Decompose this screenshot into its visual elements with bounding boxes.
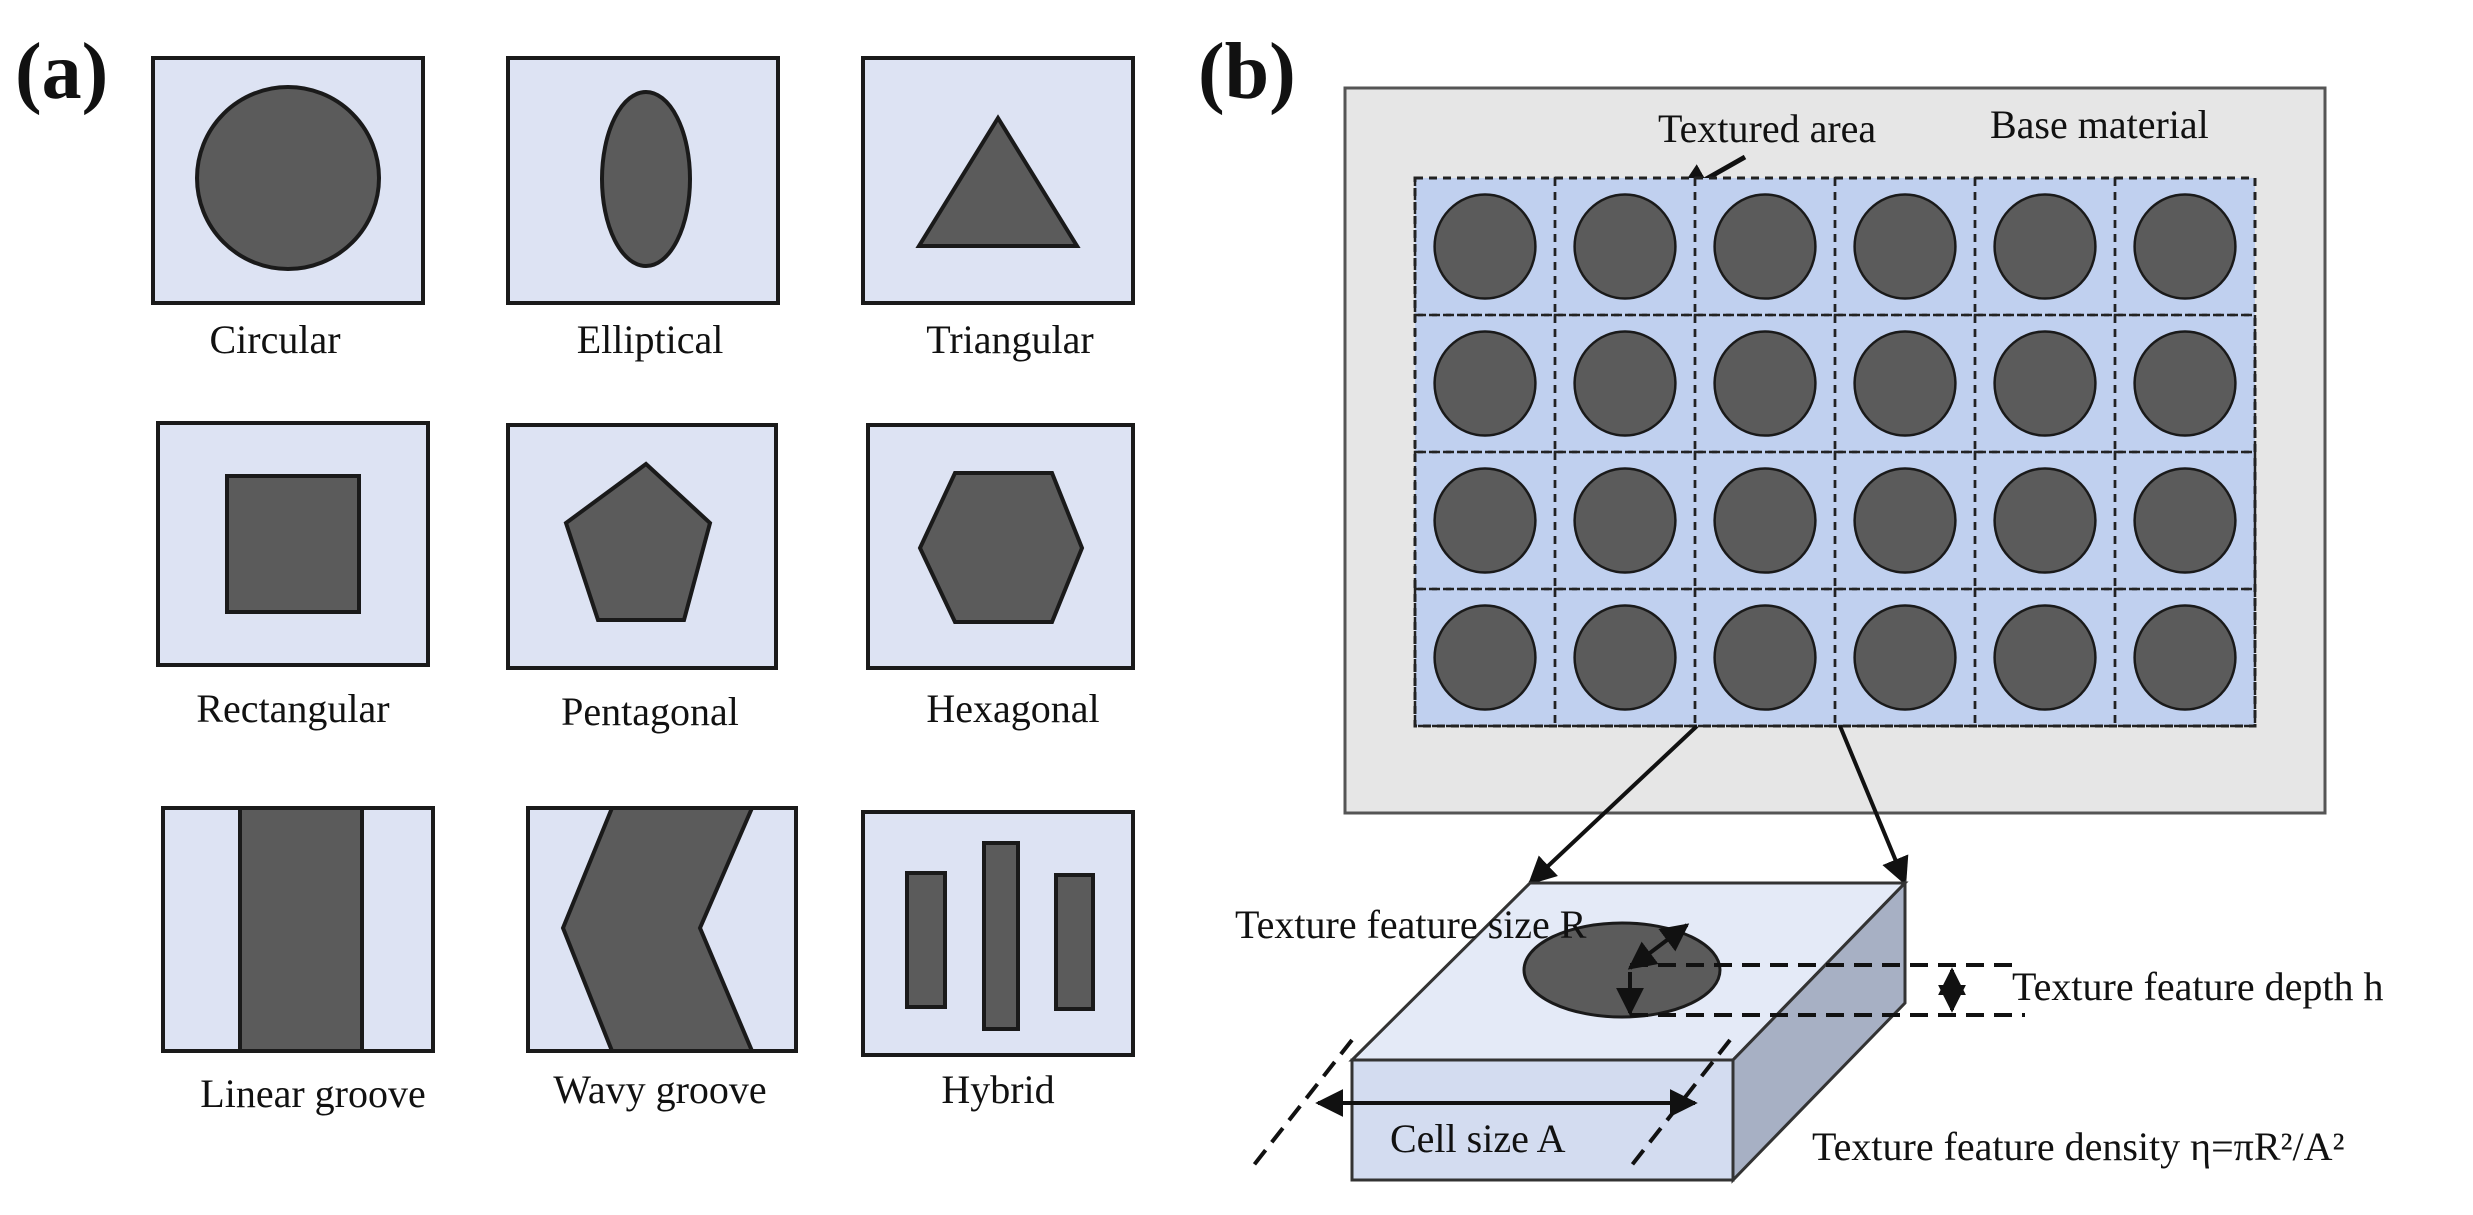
texture-cell [1973,313,2117,454]
texture-dimple-dot [1713,330,1817,437]
square-shape [225,474,361,614]
texture-cell [1693,587,1837,728]
texture-dimple-dot [1993,604,2097,711]
texture-cell [1693,313,1837,454]
texture-cell [1973,176,2117,317]
textured-area-label: Textured area [1658,106,1876,151]
shape-label-circular: Circular [209,317,340,362]
texture-dimple-dot [1993,330,2097,437]
texture-cell [1413,313,1557,454]
texture-cell [2113,313,2257,454]
shape-label-linear-groove: Linear groove [200,1071,425,1116]
shape-tile-pentagonal: Pentagonal [506,423,778,734]
hexagon-shape [917,471,1085,624]
texture-dimple-dot [2133,467,2237,574]
texture-cell [1413,587,1557,728]
texture-cell [1413,176,1557,317]
texture-cell [1973,450,2117,591]
panel-a: (a) Circular Elliptical Triangular Recta… [15,28,1135,1116]
shape-tile-linear-groove: Linear groove [161,806,435,1116]
texture-dimple-dot [1853,330,1957,437]
triangle-shape [915,114,1081,248]
shape-tile-circular: Circular [151,56,425,362]
shape-tile-hybrid: Hybrid [861,810,1135,1112]
panel-b: (b) Base material Textured area Texture … [1198,28,2383,1184]
texture-cell [1553,587,1697,728]
shape-label-elliptical: Elliptical [577,317,724,362]
texture-dimple-dot [1993,467,2097,574]
texture-cell [1693,176,1837,317]
feature-size-label: Texture feature size R [1235,902,1587,947]
texture-dimple-dot [1713,467,1817,574]
density-label: Texture feature density η=πR²/A² [1812,1124,2344,1169]
panel-a-letter: (a) [15,28,108,116]
shape-label-hexagonal: Hexagonal [926,686,1099,731]
linear-groove-shape [238,806,364,1053]
shape-label-triangular: Triangular [926,317,1093,362]
base-material-label: Base material [1990,102,2209,147]
shape-label-wavy-groove: Wavy groove [553,1067,766,1112]
zoom-line-right [1838,725,1909,886]
texture-grid [1413,176,2257,728]
shape-label-hybrid: Hybrid [941,1067,1054,1112]
hybrid-bar-middle [982,841,1020,1031]
shape-tile-rectangular: Rectangular [156,421,430,731]
texture-cell [1553,450,1697,591]
circle-shape [195,85,381,271]
texture-cell [2113,450,2257,591]
texture-cell [1833,587,1977,728]
texture-cell [1553,313,1697,454]
ellipse-shape [600,90,692,268]
texture-cell [1833,176,1977,317]
pentagon-shape [563,461,713,622]
texture-dimple-dot [1573,330,1677,437]
texture-dimple-dot [1573,193,1677,300]
texture-dimple-dot [2133,604,2237,711]
panel-b-letter: (b) [1198,28,1296,116]
texture-cell [1413,450,1557,591]
texture-cell [2113,176,2257,317]
texture-cell [1833,450,1977,591]
texture-cell [1553,176,1697,317]
texture-dimple-dot [1853,467,1957,574]
hybrid-bar-left [905,871,947,1009]
texture-cell [1693,450,1837,591]
texture-dimple-dot [1853,604,1957,711]
shape-label-rectangular: Rectangular [196,686,389,731]
shape-tile-elliptical: Elliptical [506,56,780,362]
texture-dimple-dot [1713,604,1817,711]
shape-tile-triangular: Triangular [861,56,1135,362]
texture-dimple-dot [1433,467,1537,574]
texture-dimple-dot [2133,193,2237,300]
feature-size-arrow [1627,923,1690,970]
texture-dimple-dot [1853,193,1957,300]
cell-size-label: Cell size A [1390,1116,1566,1161]
shape-label-pentagonal: Pentagonal [561,689,739,734]
hybrid-bar-right [1054,873,1095,1011]
texture-dimple-dot [1433,193,1537,300]
zoom-line-left [1527,724,1699,885]
texture-dimple-dot [2133,330,2237,437]
texture-dimple-dot [1713,193,1817,300]
texture-cell [1833,313,1977,454]
texture-dimple-dot [1993,193,2097,300]
shape-tile-wavy-groove: Wavy groove [526,806,798,1112]
texture-cell [1973,587,2117,728]
feature-depth-label: Texture feature depth h [2012,964,2383,1009]
texture-dimple-dot [1573,467,1677,574]
texture-cell [2113,587,2257,728]
wavy-groove-shape [560,806,756,1053]
texture-dimple-dot [1573,604,1677,711]
block-side-face [1731,879,1907,1184]
shape-tile-hexagonal: Hexagonal [866,423,1135,731]
texture-dimple-dot [1433,604,1537,711]
texture-dimple-dot [1433,330,1537,437]
